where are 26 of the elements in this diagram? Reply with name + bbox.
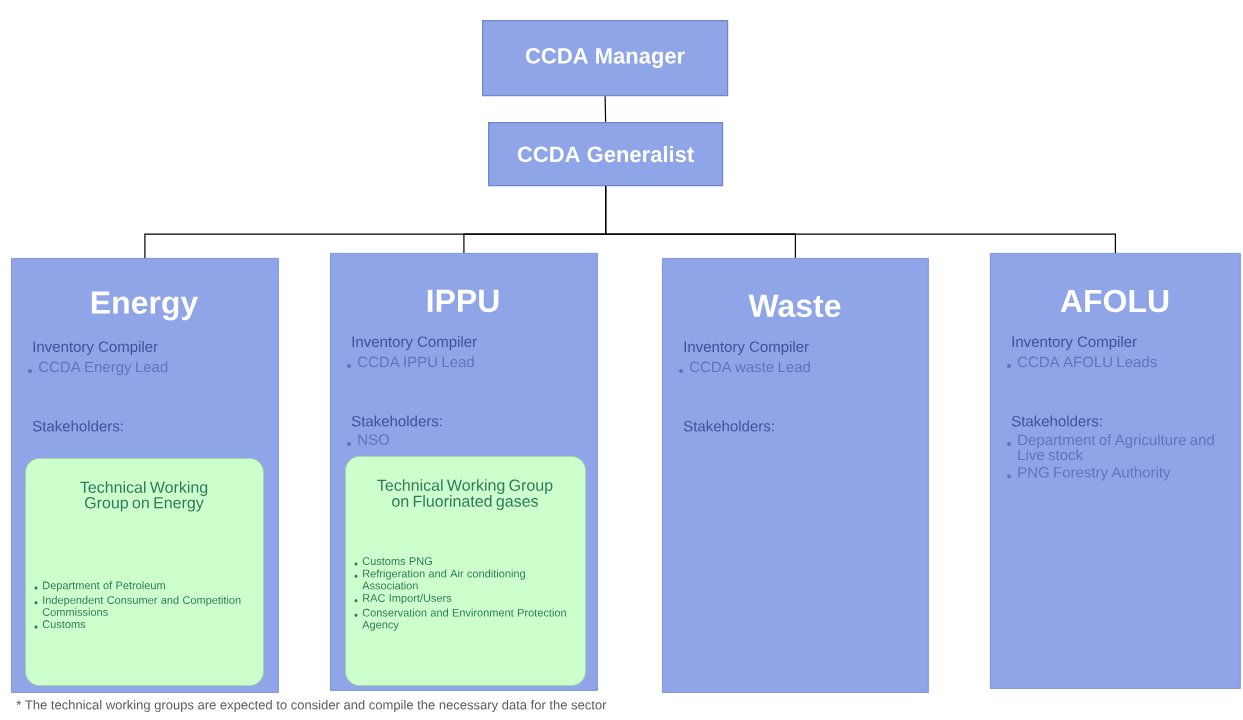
bullet-item: Refrigeration and Air conditioning Association bbox=[362, 569, 525, 590]
section-label: Inventory Compiler bbox=[33, 341, 158, 355]
section-label: Stakeholders: bbox=[351, 415, 442, 427]
group-heading: Technical Working Group on Fluorinated gases bbox=[377, 479, 553, 511]
sector-heading: Waste bbox=[748, 294, 841, 318]
section-label: Inventory Compiler bbox=[1012, 336, 1137, 350]
sector-heading: IPPU bbox=[427, 289, 499, 313]
sector-heading: AFOLU bbox=[1060, 289, 1169, 313]
section-label: Stakeholders: bbox=[32, 420, 123, 432]
title-box: CCDA Generalist bbox=[488, 122, 724, 187]
group-heading: Technical Working Group on Energy bbox=[80, 481, 208, 512]
section-label: Inventory Compiler bbox=[352, 336, 477, 350]
section-label: Stakeholders: bbox=[683, 420, 774, 432]
connector-line bbox=[605, 185, 1116, 254]
bullet-item: Conservation and Environment Protection Agency bbox=[362, 608, 566, 631]
bullet-item: Independent Consumer and Competition Commissions bbox=[42, 595, 241, 616]
bullet-item: RAC Import/Users bbox=[363, 593, 452, 605]
title-box: CCDA Manager bbox=[482, 20, 729, 97]
section-label: Inventory Compiler bbox=[684, 341, 809, 355]
footnote: * The technical working groups are expected to consider and compile the necessary data for the sector bbox=[16, 699, 607, 713]
bullet-item: Customs bbox=[42, 620, 86, 629]
section-label: Stakeholders: bbox=[1011, 415, 1102, 427]
bullet-item: Department of Petroleum bbox=[43, 581, 165, 592]
bullet-item: Customs PNG bbox=[362, 557, 432, 565]
sector-heading: Energy bbox=[91, 291, 199, 321]
connector-line bbox=[604, 95, 607, 123]
